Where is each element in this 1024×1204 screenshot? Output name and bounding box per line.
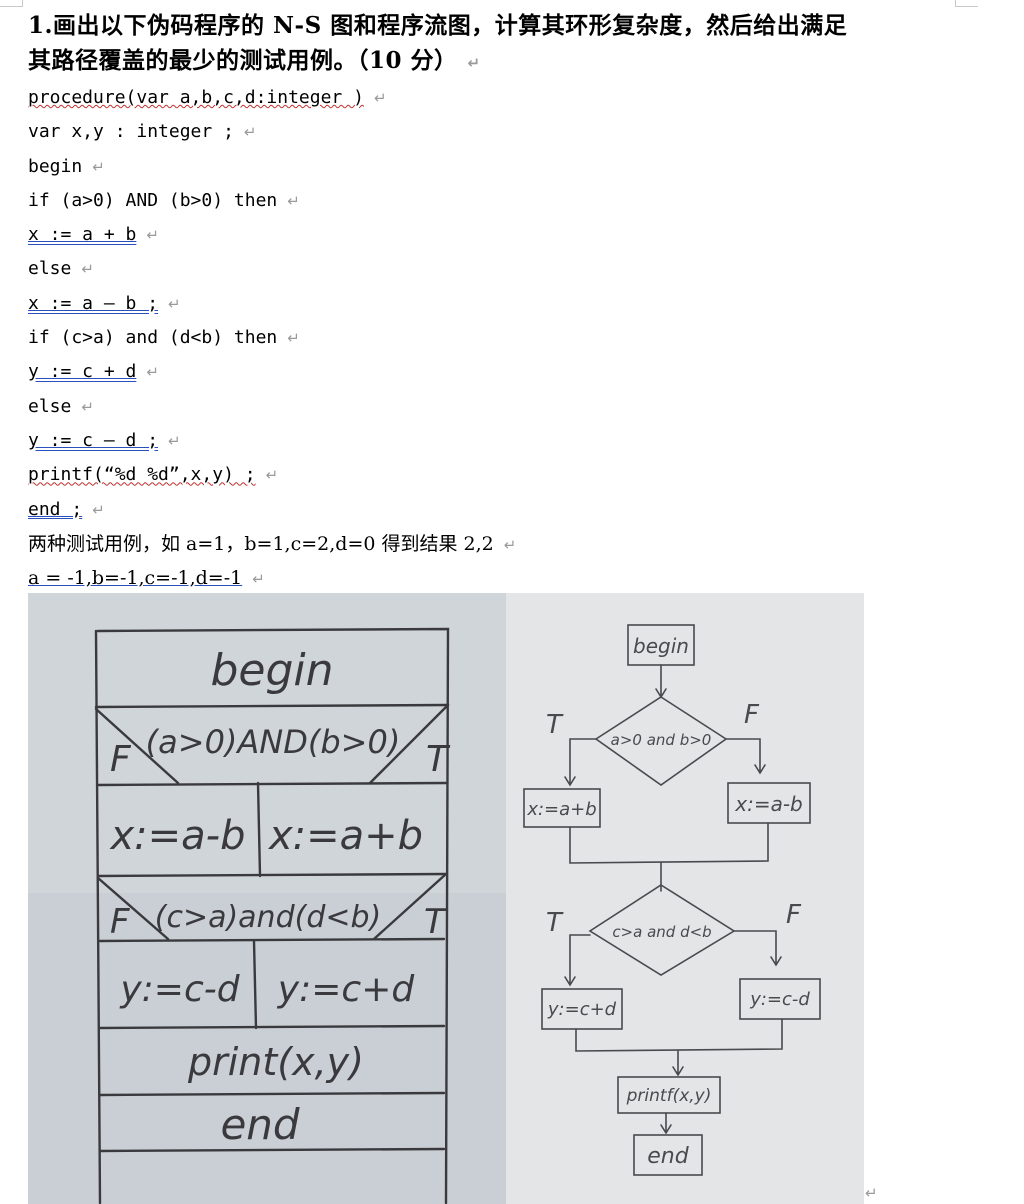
code-text: else [28, 258, 72, 280]
heading-line-2-text: 其路径覆盖的最少的测试用例。（10 分） [28, 47, 458, 74]
page-corner-mark-right [955, 0, 978, 7]
return-mark-icon: ↵ [243, 123, 257, 142]
code-line: procedure(var a,b,c,d:integer ) ↵ [28, 81, 968, 115]
ns-then2-label: y:=c+d [277, 969, 416, 1010]
code-line: printf(“%d %d”,x,y) ; ↵ [28, 458, 968, 492]
ns-else1-label: x:=a-b [109, 813, 246, 859]
return-mark-icon: ↵ [146, 226, 159, 245]
flow-t2-label: T [546, 908, 564, 938]
flow-else1-label: x:=a-b [734, 792, 803, 816]
flow-cond2-label: c>a and d<b [612, 923, 711, 941]
code-text: x := a – b ; [28, 292, 159, 314]
test-cases-text: 两种测试用例，如 a=1，b=1,c=2,d=0 得到结果 2,2 [28, 532, 494, 555]
handwritten-photos: begin (a>0)AND(b>0) F T x:=a-b x:=a+b (c… [28, 593, 864, 1204]
code-text: var x,y : integer ; [28, 121, 234, 143]
flow-end-label: end [647, 1144, 689, 1169]
code-text: y := c + d [28, 361, 137, 383]
ns-then1-label: x:=a+b [267, 813, 423, 859]
flow-print-label: printf(x,y) [626, 1086, 712, 1106]
code-text: y := c – d ; [28, 429, 159, 451]
flow-begin-label: begin [633, 634, 689, 658]
return-mark-icon: ↵ [265, 466, 279, 485]
code-text: end ; [28, 498, 83, 520]
code-line: begin ↵ [28, 150, 968, 184]
flow-then1-label: x:=a+b [526, 799, 596, 820]
flow-t1-label: T [546, 710, 564, 740]
flow-then2-label: y:=c+d [547, 999, 617, 1020]
return-mark-icon: ↵ [467, 54, 481, 72]
code-line: x := a – b ; ↵ [28, 287, 968, 321]
code-line: else ↵ [28, 252, 968, 286]
return-mark-icon: ↵ [168, 431, 181, 450]
code-text: x := a + b [28, 224, 137, 246]
code-line: end ; ↵ [28, 493, 968, 527]
return-mark-icon: ↵ [92, 500, 105, 519]
flow-else2-label: y:=c-d [749, 989, 810, 1010]
return-mark-icon: ↵ [252, 570, 265, 589]
page-corner-mark-left [0, 0, 23, 7]
code-block: procedure(var a,b,c,d:integer ) ↵ var x,y… [28, 81, 968, 527]
test-cases-line-1: 两种测试用例，如 a=1，b=1,c=2,d=0 得到结果 2,2 ↵ [28, 527, 968, 561]
return-mark-icon: ↵ [287, 191, 300, 210]
document-body: 1.画出以下伪码程序的 N-S 图和程序流图，计算其环形复杂度，然后给出满足 其… [28, 8, 968, 595]
ns-cond1-label: (a>0)AND(b>0) [146, 723, 401, 761]
code-line: y := c – d ; ↵ [28, 424, 968, 458]
code-line: else ↵ [28, 390, 968, 424]
heading-line-2: 其路径覆盖的最少的测试用例。（10 分） ↵ [28, 43, 968, 81]
code-line: if (a>0) AND (b>0) then ↵ [28, 184, 968, 218]
ns-t-label: T [426, 739, 451, 780]
return-mark-icon: ↵ [373, 89, 387, 107]
heading-line-1: 1.画出以下伪码程序的 N-S 图和程序流图，计算其环形复杂度，然后给出满足 [28, 12, 848, 39]
ns-f2-label: F [110, 902, 130, 942]
return-mark-icon: ↵ [168, 294, 181, 313]
flow-f1-label: F [744, 700, 760, 730]
return-mark-icon: ↵ [81, 397, 94, 416]
code-text: procedure(var a,b,c,d:integer ) [28, 87, 364, 108]
ns-end-label: end [220, 1100, 299, 1149]
ns-diagram-photo: begin (a>0)AND(b>0) F T x:=a-b x:=a+b (c… [28, 593, 506, 1204]
code-text: else [28, 395, 72, 417]
flowchart-photo: begin a>0 and b>0 T F x:=a+b x:=a-b c>a … [506, 593, 864, 1204]
question-heading: 1.画出以下伪码程序的 N-S 图和程序流图，计算其环形复杂度，然后给出满足 其… [28, 8, 968, 81]
return-mark-icon: ↵ [92, 157, 105, 176]
ns-begin-label: begin [210, 645, 333, 696]
ns-f-label: F [110, 739, 132, 780]
code-line: if (c>a) and (d<b) then ↵ [28, 321, 968, 355]
return-mark-icon: ↵ [503, 535, 517, 554]
return-mark-icon: ↵ [146, 363, 159, 382]
return-mark-icon: ↵ [287, 329, 300, 348]
code-line: x := a + b ↵ [28, 218, 968, 252]
code-line: var x,y : integer ; ↵ [28, 115, 968, 149]
return-mark-icon: ↵ [81, 260, 94, 279]
flow-cond1-label: a>0 and b>0 [611, 731, 712, 749]
test-cases-text: a = -1,b=-1,c=-1,d=-1 [28, 567, 243, 590]
ns-t2-label: T [424, 902, 447, 942]
code-text: if (a>0) AND (b>0) then [28, 189, 278, 211]
ns-cond2-label: (c>a)and(d<b) [155, 900, 382, 935]
code-text: if (c>a) and (d<b) then [28, 327, 278, 349]
ns-else2-label: y:=c-d [119, 969, 240, 1010]
code-line: y := c + d ↵ [28, 355, 968, 389]
code-text: begin [28, 155, 83, 177]
test-cases-line-2: a = -1,b=-1,c=-1,d=-1 ↵ [28, 561, 968, 595]
return-mark-icon: ↵ [865, 1184, 878, 1202]
ns-print-label: print(x,y) [187, 1040, 364, 1084]
flow-f2-label: F [786, 900, 802, 930]
code-text: printf(“%d %d”,x,y) ; [28, 464, 256, 486]
